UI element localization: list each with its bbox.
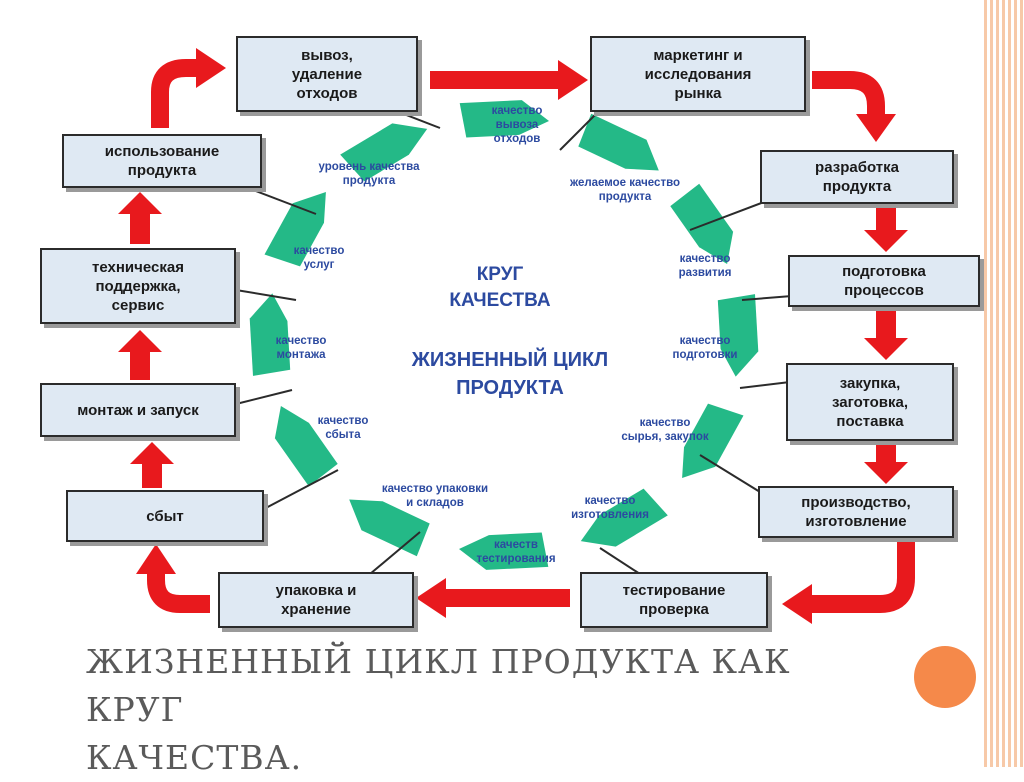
stage-box-production: производство, изготовление bbox=[758, 486, 954, 538]
stage-box-installation: монтаж и запуск bbox=[40, 383, 236, 437]
ring-segment-arrow bbox=[274, 406, 338, 487]
ring-segment-arrow bbox=[682, 403, 744, 478]
quality-label-sales: качество сбыта bbox=[317, 415, 369, 441]
quality-circle-diagram bbox=[118, 48, 915, 624]
ring-segment-arrow bbox=[717, 294, 759, 377]
quality-label-waste: качество вывоза отходов bbox=[491, 105, 543, 145]
quality-label-raw-materials: качество сырья, закупок bbox=[621, 417, 709, 443]
callout-pointer-line bbox=[559, 109, 601, 151]
decorative-stripes bbox=[984, 0, 1024, 767]
quality-label-manufacturing: качество изготовления bbox=[571, 495, 649, 521]
arrow-development-to-preparation bbox=[864, 206, 908, 252]
flow-arrows bbox=[118, 48, 915, 624]
ring-segment-arrow bbox=[580, 488, 668, 547]
slide-title: ЖИЗНЕННЫЙ ЦИКЛ ПРОДУКТА КАК КРУГ КАЧЕСТВ… bbox=[86, 642, 791, 777]
callout-pointer-line bbox=[739, 381, 791, 389]
arrow-marketing-to-development-head bbox=[856, 114, 896, 142]
callout-pointer-line bbox=[699, 454, 761, 493]
ring-segment-arrow bbox=[578, 113, 659, 171]
callout-pointer-line bbox=[235, 389, 293, 405]
callout-pointer-line bbox=[247, 187, 317, 215]
arrow-testing-to-packaging bbox=[416, 578, 570, 618]
stage-box-sales: сбыт bbox=[66, 490, 264, 542]
quality-label-packaging: качество упаковки и складов bbox=[381, 483, 489, 509]
ring-segment-arrow bbox=[459, 532, 549, 570]
quality-label-product-level: уровень качества продукта bbox=[318, 161, 420, 187]
callout-pointer-line bbox=[689, 201, 765, 231]
arrow-preparation-to-procurement bbox=[864, 310, 908, 360]
arrow-use-to-waste-head bbox=[196, 48, 226, 88]
ring-segment-arrow bbox=[670, 183, 734, 264]
stage-box-procurement: закупка, заготовка, поставка bbox=[786, 363, 954, 441]
ring-segment-arrow bbox=[459, 100, 549, 138]
center-title-lifecycle: ЖИЗНЕННЫЙ ЦИКЛ ПРОДУКТА bbox=[411, 349, 609, 399]
callout-pointer-line bbox=[261, 469, 339, 511]
arrow-support-to-use bbox=[118, 192, 162, 244]
ring-segment-arrow bbox=[249, 293, 291, 376]
stage-box-packaging: упаковка и хранение bbox=[218, 572, 414, 628]
stage-box-marketing: маркетинг и исследования рынка bbox=[590, 36, 806, 112]
callout-pointer-line bbox=[741, 295, 793, 301]
arrow-use-to-waste-shaft bbox=[151, 59, 200, 128]
quality-label-development: качество развития bbox=[678, 253, 732, 279]
quality-label-services: качество услуг bbox=[293, 245, 345, 271]
callout-pointers bbox=[235, 103, 793, 575]
stage-box-product-development: разработка продукта bbox=[760, 150, 954, 204]
arrow-production-to-testing-shaft bbox=[808, 540, 915, 613]
arrow-packaging-to-sales-shaft bbox=[147, 570, 210, 613]
quality-label-installation: качество монтажа bbox=[275, 335, 327, 361]
decorative-orange-circle bbox=[914, 646, 976, 708]
stage-box-product-use: использование продукта bbox=[62, 134, 262, 188]
callout-pointer-line bbox=[235, 289, 297, 301]
quality-label-testing: качеств тестирования bbox=[476, 539, 556, 565]
stage-box-waste-removal: вывоз, удаление отходов bbox=[236, 36, 418, 112]
ring-segment-arrow bbox=[264, 192, 326, 267]
arrow-waste-to-marketing bbox=[430, 60, 588, 100]
stage-box-process-preparation: подготовка процессов bbox=[788, 255, 980, 307]
quality-label-preparation: качество подготовки bbox=[672, 335, 738, 361]
callout-pointer-line bbox=[599, 547, 641, 575]
stage-box-testing: тестирование проверка bbox=[580, 572, 768, 628]
arrow-sales-to-installation bbox=[130, 442, 174, 488]
quality-ring bbox=[249, 100, 759, 570]
center-title-quality-circle: КРУГ КАЧЕСТВА bbox=[449, 264, 551, 311]
arrow-packaging-to-sales-head bbox=[136, 544, 176, 574]
arrow-procurement-to-production bbox=[864, 444, 908, 484]
ring-segment-arrow bbox=[340, 123, 428, 182]
arrow-marketing-to-development-shaft bbox=[812, 71, 885, 118]
arrow-installation-to-support bbox=[118, 330, 162, 380]
callout-pointer-line bbox=[369, 531, 421, 575]
stage-box-tech-support: техническая поддержка, сервис bbox=[40, 248, 236, 324]
arrow-production-to-testing-head bbox=[782, 584, 812, 624]
quality-label-desired: желаемое качество продукта bbox=[569, 177, 681, 203]
